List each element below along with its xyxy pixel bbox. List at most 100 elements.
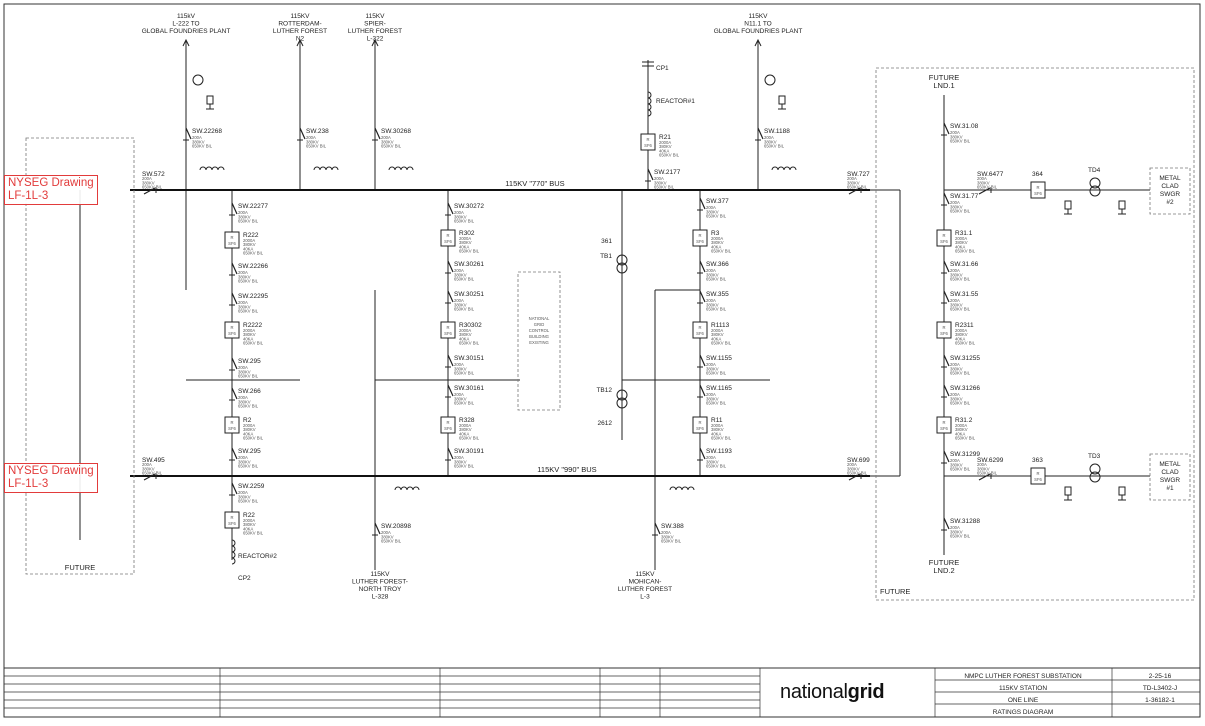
sw6299-label: SW.6299: [977, 457, 1004, 464]
sw495-rating: 380KV: [142, 466, 155, 471]
line-trap: [783, 166, 791, 171]
line-trap: [789, 166, 797, 171]
sw266-rating: 380KV: [238, 399, 251, 404]
sw699-rating: 380KV: [847, 466, 860, 471]
sw31266-rating: 380KV: [950, 396, 963, 401]
sw3166-rating: 200A: [950, 268, 960, 273]
sw30161-label: SW.30161: [454, 385, 484, 392]
sw366-rating: 650KV BIL: [706, 277, 727, 282]
r22-label: R22: [243, 512, 255, 519]
sw3177-rating: 200A: [950, 200, 960, 205]
reactor1-label: REACTOR#1: [656, 98, 695, 105]
sw1165-blade: [699, 384, 706, 397]
sw31255-rating: 200A: [950, 362, 960, 367]
r2-r: R: [230, 420, 233, 425]
sw22295-rating: 380KV: [238, 304, 251, 309]
line-trap: [205, 166, 213, 171]
sw2177-blade: [647, 168, 654, 181]
sw1193-label: SW.1193: [706, 448, 732, 455]
sw727-rating: 200A: [847, 176, 857, 181]
r302-r: R: [446, 233, 449, 238]
r3-r: R: [698, 233, 701, 238]
ccvt: [764, 74, 776, 86]
sw31266-rating: 650KV BIL: [950, 401, 971, 406]
reactor2-coil: [231, 557, 236, 565]
sw2177-rating: 650KV BIL: [654, 185, 675, 190]
sw727-rating: 650KV BIL: [847, 185, 868, 190]
sw30261-rating: 650KV BIL: [454, 277, 475, 282]
sw30272-rating: 650KV BIL: [454, 219, 475, 224]
sw238-rating: 650KV BIL: [306, 144, 327, 149]
r30302-rating: 380KV: [459, 332, 472, 337]
sw572-blade: [143, 187, 156, 195]
r22-rating: 380KV: [243, 522, 256, 527]
sw30251-blade: [447, 290, 454, 303]
r22-r: R: [230, 515, 233, 520]
sw31299-rating: 650KV BIL: [950, 467, 971, 472]
line-label-n11: GLOBAL FOUNDRIES PLANT: [714, 28, 803, 35]
sw30151-rating: 380KV: [454, 366, 467, 371]
sw3155-rating: 380KV: [950, 302, 963, 307]
line-label-l328: 115KV: [370, 571, 390, 578]
sw6477-rating: 650KV BIL: [977, 185, 998, 190]
line-label-l322: 115KV: [365, 13, 385, 20]
arrester-mc1-body: [1064, 486, 1072, 496]
r222-sf6: SF6: [228, 241, 236, 246]
cp2-label: CP2: [238, 575, 251, 582]
r302-label: R302: [459, 230, 475, 237]
r312-r: R: [942, 420, 945, 425]
r1113-rating: 2000A: [711, 328, 723, 333]
s612-label: 2612: [598, 420, 613, 427]
line-label-n11: 115KV: [748, 13, 768, 20]
r30302-rating: 40KA: [459, 336, 469, 341]
sw377-blade: [699, 197, 706, 210]
r21-sf6: SF6: [644, 143, 652, 148]
sw30151-label: SW.30151: [454, 355, 484, 362]
r222-rating: 40KA: [243, 246, 253, 251]
sw572-rating: 380KV: [142, 180, 155, 185]
r328-label: R328: [459, 417, 475, 424]
sw3177-rating: 380KV: [950, 204, 963, 209]
arrester-mc2b-body: [1118, 200, 1126, 210]
metal-clad-2-label: METAL: [1159, 175, 1181, 182]
sw30268-rating: 200A: [381, 135, 391, 140]
r2-rating: 40KA: [243, 431, 253, 436]
r31-sf6: SF6: [940, 239, 948, 244]
r2311-box: [936, 321, 952, 339]
sw266-label: SW.266: [238, 388, 261, 395]
r11-rating: 40KA: [711, 431, 721, 436]
sw31255-rating: 380KV: [950, 366, 963, 371]
sw22277-label: SW.22277: [238, 203, 268, 210]
metal-clad-1-label: CLAD: [1161, 469, 1179, 476]
line-label-l222: L-222 TO: [172, 21, 199, 28]
metal-clad-2-label: #2: [1166, 199, 1174, 206]
nyseg-drawing-reference-2[interactable]: NYSEG Drawing LF-1L-3: [4, 463, 98, 493]
nyseg-drawing-reference-1[interactable]: NYSEG Drawing LF-1L-3: [4, 175, 98, 205]
r11-sf6: SF6: [696, 426, 704, 431]
line-label-l222: GLOBAL FOUNDRIES PLANT: [142, 28, 231, 35]
sw355-rating: 380KV: [706, 302, 719, 307]
line-trap: [394, 166, 402, 171]
sw572-rating: 650KV BIL: [142, 185, 163, 190]
sw6299-rating: 650KV BIL: [977, 471, 998, 476]
line-trap: [217, 166, 225, 171]
r30302-box: [440, 321, 456, 339]
title-sheet: 1-36182-1: [1145, 697, 1175, 704]
future-yard-right: [875, 67, 1195, 601]
sw363-label: 363: [1032, 457, 1043, 464]
r2-rating: 650KV BIL: [243, 436, 264, 441]
sw6477-blade: [978, 187, 991, 195]
future-yard-left: [25, 137, 135, 575]
control-building-label: NATIONAL: [529, 316, 550, 321]
future-line-lnd2: LND.2: [933, 566, 954, 575]
arrester-mc1b-body: [1118, 486, 1126, 496]
sw495-rating: 650KV BIL: [142, 471, 163, 476]
sw30191-rating: 380KV: [454, 459, 467, 464]
sw30161-rating: 650KV BIL: [454, 401, 475, 406]
line-trap: [388, 166, 396, 171]
sw1188-rating: 380KV: [764, 139, 777, 144]
sw1165-label: SW.1165: [706, 385, 732, 392]
r30302-rating: 650KV BIL: [459, 341, 480, 346]
metal-clad-2-label: CLAD: [1161, 183, 1179, 190]
line-arrow: [754, 38, 762, 47]
